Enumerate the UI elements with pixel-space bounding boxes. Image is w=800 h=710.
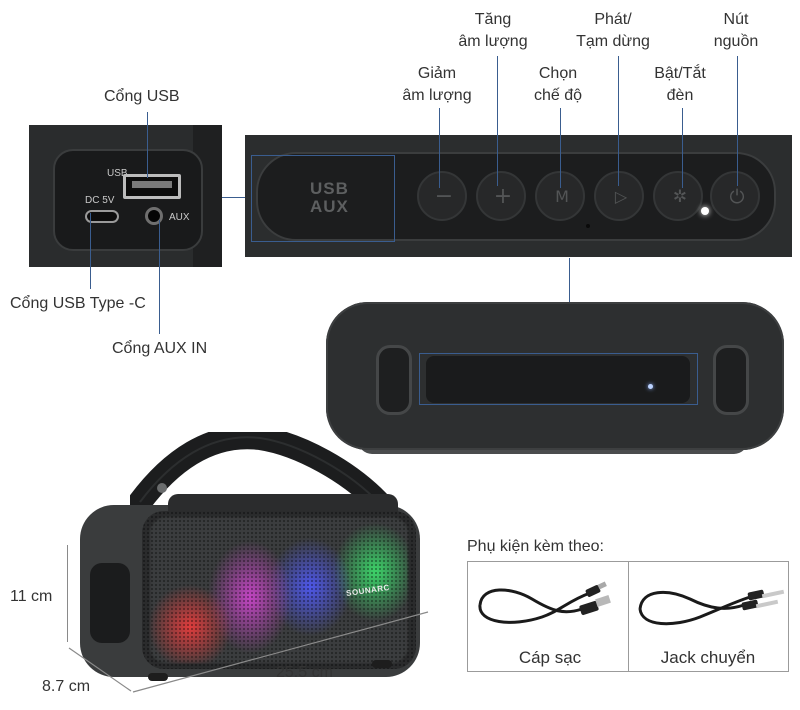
usb-port [123,174,181,199]
play-pause-icon: ▷ [614,187,628,206]
callout-line-aux [159,220,160,334]
callout-line-mode [560,108,561,188]
accessories-title: Phụ kiện kèm theo: [467,538,604,555]
carry-strap [130,432,390,512]
rgb-light-effect [150,517,408,663]
dimension-depth: 8.7 cm [42,678,91,695]
speaker-foot-right [372,660,392,668]
height-dimension-line [67,545,68,642]
callout-line-light [682,108,683,188]
callout-usb-type-c: Cổng USB Type -C [10,295,146,312]
width-dimension-line [132,611,429,693]
mode-icon: M [555,187,569,206]
callout-aux-in: Cổng AUX IN [112,340,208,357]
volume-up-button: + [476,171,526,221]
callout-line-power [737,56,738,186]
callout-line-volume-up [497,56,498,186]
callout-line-usb [147,112,148,178]
speaker-foot-left [148,673,168,681]
top-strip-highlight-box [419,353,698,405]
accessory-label-charging-cable: Cáp sạc [518,648,582,667]
usb-aux-highlight-box [251,155,395,242]
volume-down-button: − [417,171,467,221]
power-button: ⏻ [710,171,760,221]
speaker-grille [142,511,416,669]
speaker-passive-radiator [90,563,130,643]
top-led [648,384,653,389]
dimension-height: 11 cm [10,588,53,605]
plus-icon: + [493,184,513,209]
play-pause-button: ▷ [594,171,644,221]
depth-dimension-line [68,647,132,692]
port-closeup-image: USB DC 5V AUX [29,125,222,267]
strap-slot-right [713,345,749,415]
grille-mesh [142,511,416,669]
usb-type-c-port [85,210,119,223]
aux-cable-image [638,589,785,626]
dc-print-label: DC 5V [85,195,115,206]
callout-play-pause: Phát/Tạm dừng [576,11,650,50]
mic-hole [586,224,590,228]
accessory-label-aux-cable: Jack chuyển [660,648,756,667]
top-button-strip [426,356,690,403]
usb-aux-cover-print: USB AUX [310,179,349,216]
dimension-width: 25.5 cm [276,664,333,681]
power-icon: ⏻ [729,186,745,208]
callout-line-type-c [90,213,91,289]
light-icon: ✲ [672,187,688,207]
callout-line-play-pause [618,56,619,186]
strap-slot-left [376,345,412,415]
minus-icon: − [434,184,454,209]
callout-line-volume-down [439,108,440,188]
aux-print-label: AUX [169,212,190,223]
panel-connector-line [222,197,252,198]
port-recess [53,149,203,251]
callout-usb-port: Cổng USB [104,88,180,105]
aux-port [145,207,163,225]
charging-cable-image [478,581,611,624]
usb-print-label: USB [107,168,128,179]
status-led [701,207,709,215]
accessories-divider [628,561,629,672]
light-button: ✲ [653,171,703,221]
